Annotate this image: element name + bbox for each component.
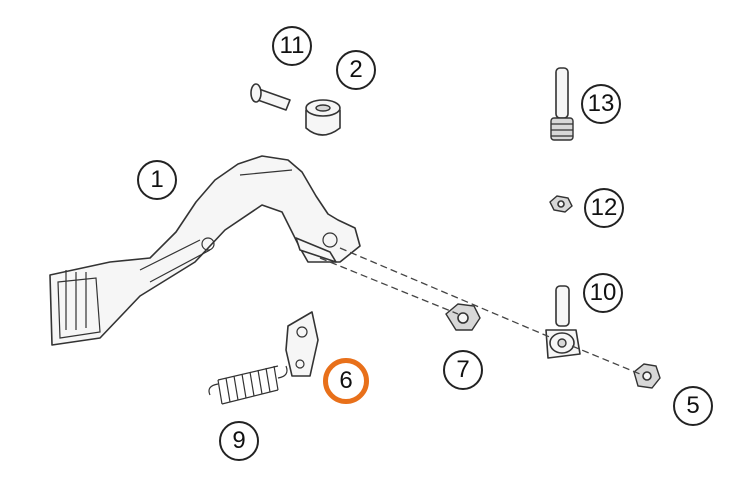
callout-13-label: 13 [587, 90, 615, 117]
fork-part-10[interactable] [545, 285, 581, 359]
callout-5-label: 5 [686, 392, 700, 419]
nut-part-12[interactable] [549, 195, 573, 213]
plate-part-6[interactable] [285, 311, 319, 377]
callout-11-label: 11 [279, 32, 305, 59]
callout-13[interactable]: 13 [581, 84, 621, 124]
callout-7[interactable]: 7 [443, 350, 483, 390]
bushing-part-2[interactable] [305, 99, 341, 136]
callout-6-label: 6 [339, 367, 353, 394]
callout-1-label: 1 [150, 166, 164, 193]
callout-9-label: 9 [232, 427, 246, 454]
callout-12-label: 12 [590, 194, 618, 221]
callout-10[interactable]: 10 [583, 273, 623, 313]
piston-rod-part-13[interactable] [550, 67, 574, 141]
callout-6-highlighted[interactable]: 6 [323, 358, 369, 404]
callout-2-label: 2 [349, 56, 363, 83]
callout-9[interactable]: 9 [219, 421, 259, 461]
callout-7-label: 7 [456, 356, 470, 383]
callout-10-label: 10 [589, 279, 617, 306]
callout-11[interactable]: 11 [272, 26, 312, 66]
callout-2[interactable]: 2 [336, 50, 376, 90]
callout-1[interactable]: 1 [137, 160, 177, 200]
nut-part-7[interactable] [445, 303, 481, 331]
brake-pedal-part-1[interactable] [49, 155, 361, 346]
nut-part-5[interactable] [633, 363, 661, 389]
callout-5[interactable]: 5 [673, 386, 713, 426]
spring-part-9[interactable] [208, 365, 288, 405]
pin-part-11[interactable] [250, 83, 291, 111]
callout-12[interactable]: 12 [584, 188, 624, 228]
